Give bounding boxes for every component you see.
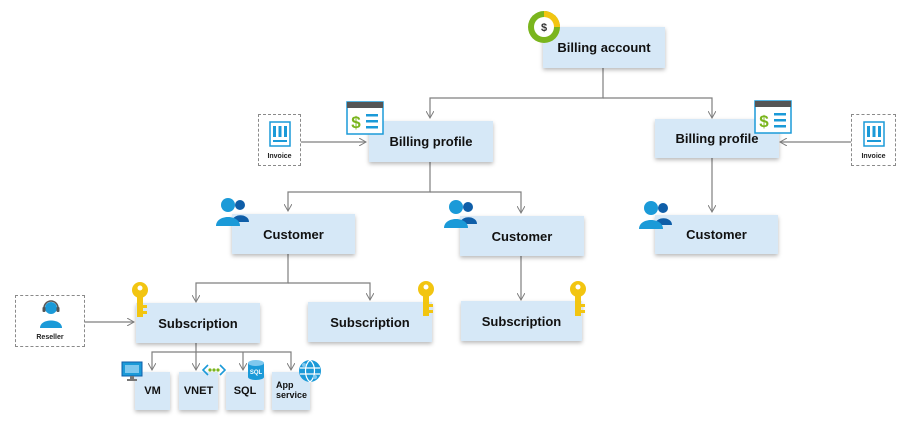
vnet-node[interactable]: VNET bbox=[179, 372, 218, 410]
subscription-node-3[interactable]: Subscription bbox=[461, 301, 582, 341]
reseller-box: Reseller bbox=[15, 295, 85, 347]
billing-window-icon: $ bbox=[346, 101, 384, 135]
customer-node-1[interactable]: Customer bbox=[232, 214, 355, 254]
billing-window-dollar-right: $ bbox=[759, 112, 769, 131]
database-icon: SQL bbox=[248, 360, 264, 380]
users-icon bbox=[216, 198, 249, 226]
reseller-agent-icon bbox=[40, 300, 62, 328]
billing-profile-left-node[interactable]: Billing profile bbox=[369, 121, 493, 162]
invoice-left-label: Invoice bbox=[267, 153, 292, 160]
invoice-document-icon bbox=[863, 121, 885, 147]
invoice-document-icon bbox=[269, 121, 291, 147]
globe-icon bbox=[299, 359, 321, 383]
customer-node-3[interactable]: Customer bbox=[655, 215, 778, 254]
billing-window-icon: $ bbox=[754, 100, 792, 134]
billing-window-dollar-left: $ bbox=[351, 113, 361, 132]
subscription-node-1[interactable]: Subscription bbox=[136, 303, 260, 343]
monitor-icon bbox=[121, 361, 143, 381]
billing-account-node[interactable]: Billing account bbox=[543, 27, 665, 68]
sql-badge-text: SQL bbox=[250, 370, 263, 376]
subscription-node-2[interactable]: Subscription bbox=[308, 302, 432, 342]
vm-node[interactable]: VM bbox=[135, 372, 170, 410]
invoice-right-label: Invoice bbox=[861, 153, 886, 160]
users-icon bbox=[444, 200, 477, 228]
key-icon bbox=[132, 282, 148, 317]
dollar-coin-icon: $ bbox=[528, 11, 560, 43]
key-icon bbox=[418, 281, 434, 316]
invoice-left-box: Invoice bbox=[258, 114, 301, 166]
invoice-right-box: Invoice bbox=[851, 114, 896, 166]
dollar-sign: $ bbox=[541, 22, 547, 34]
vnet-icon bbox=[202, 364, 226, 376]
key-icon bbox=[570, 281, 586, 316]
users-icon bbox=[639, 201, 672, 229]
reseller-label: Reseller bbox=[36, 334, 64, 341]
customer-node-2[interactable]: Customer bbox=[460, 216, 584, 256]
